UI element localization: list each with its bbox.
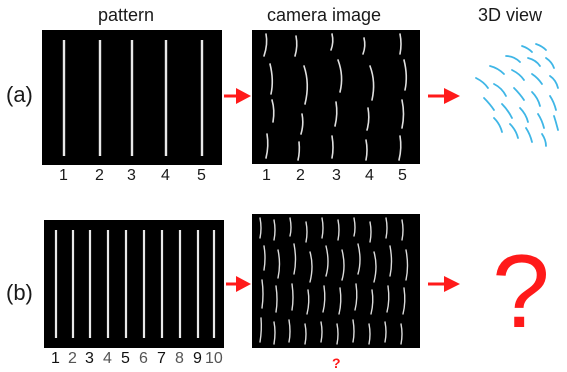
pattern-a-number: 4 (161, 167, 170, 184)
pattern-b-number: 9 (193, 350, 202, 367)
pattern-a-number: 1 (59, 167, 68, 184)
arrow-icon (226, 276, 251, 292)
view-3d-reconstruction (475, 43, 559, 147)
camera-image-panel-a (252, 30, 420, 164)
pattern-b-number: 5 (121, 350, 130, 367)
camera-a-number: 2 (296, 167, 305, 184)
arrow-icon (428, 276, 460, 292)
pattern-a-number: 5 (197, 167, 206, 184)
arrow-icon (224, 88, 251, 104)
pattern-b-number: 10 (205, 350, 223, 367)
row-label-b: (b) (6, 280, 33, 305)
pattern-b-number: 1 (51, 350, 60, 367)
pattern-a-number: 3 (127, 167, 136, 184)
pattern-b-number: 7 (157, 350, 166, 367)
camera-image-panel-b (252, 214, 420, 348)
pattern-numbers-b: 1 2 3 4 5 6 7 8 9 10 (44, 351, 224, 371)
row-label-a: (a) (6, 82, 33, 107)
big-question-mark: ? (492, 234, 550, 350)
pattern-b-number: 2 (68, 350, 77, 367)
camera-a-number: 1 (262, 167, 271, 184)
arrow-icon (428, 88, 460, 104)
pattern-b-number: 3 (85, 350, 94, 367)
pattern-b-number: 4 (103, 350, 112, 367)
pattern-b-number: 6 (139, 350, 148, 367)
header-pattern: pattern (98, 5, 155, 25)
camera-a-number: 3 (332, 167, 341, 184)
header-3d-view: 3D view (478, 5, 543, 25)
camera-b-question-mark: ? (332, 355, 341, 371)
pattern-a-number: 2 (95, 167, 104, 184)
pattern-b-number: 8 (175, 350, 184, 367)
pattern-panel-b (44, 220, 224, 348)
pattern-panel-a (42, 30, 222, 165)
camera-a-number: 4 (365, 167, 374, 184)
pattern-numbers-a: 1 2 3 4 5 (42, 168, 222, 188)
header-camera-image: camera image (267, 5, 382, 25)
camera-numbers-a: 1 2 3 4 5 (252, 168, 420, 188)
camera-a-number: 5 (398, 167, 407, 184)
